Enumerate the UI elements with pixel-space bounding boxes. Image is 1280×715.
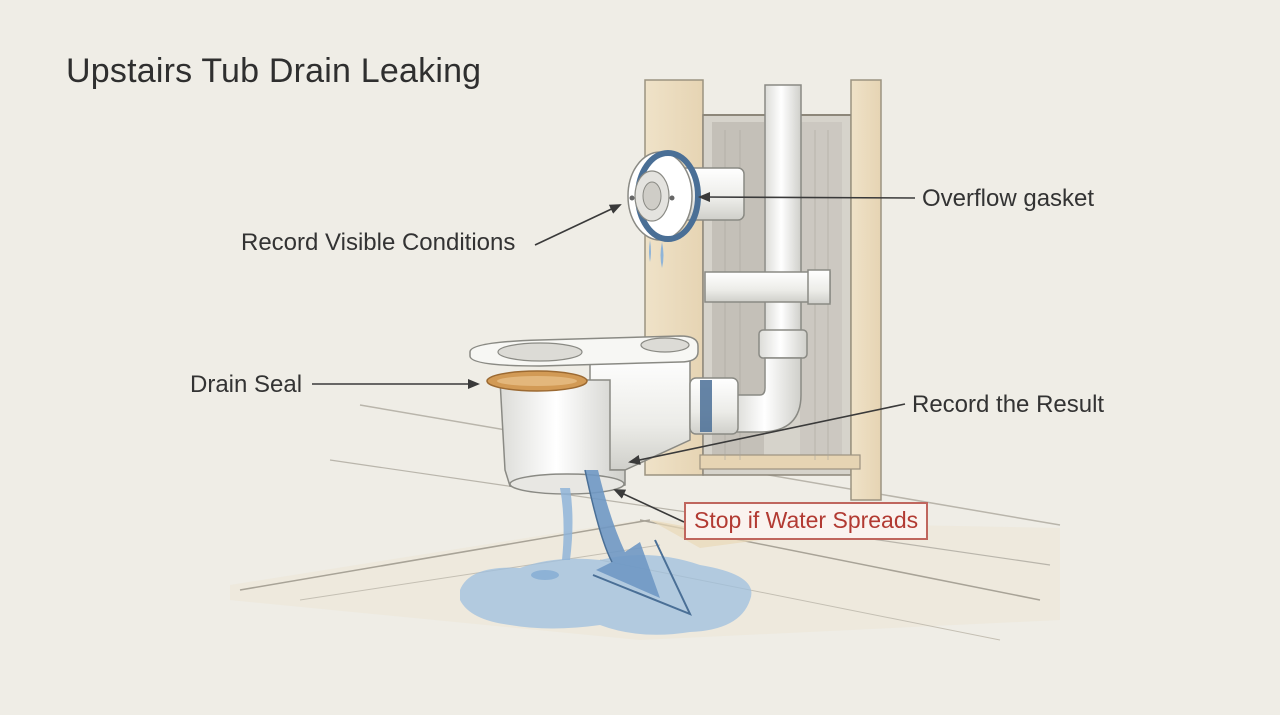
drain-body	[469, 335, 739, 495]
callout-overflow-gasket: Overflow gasket	[922, 185, 1095, 212]
diagram-title: Upstairs Tub Drain Leaking	[66, 52, 482, 90]
callout-drain-seal: Drain Seal	[190, 371, 303, 398]
callout-record-the-result: Record the Result	[912, 391, 1105, 418]
overflow-assembly	[627, 150, 745, 268]
callout-stop-if-water-spreads: Stop if Water Spreads	[684, 502, 929, 540]
arrow-record-visible	[534, 204, 622, 246]
arrow-overflow-gasket	[698, 192, 916, 203]
arrow-stop-water	[613, 489, 685, 523]
callout-record-visible-conditions: Record Visible Conditions	[241, 229, 516, 256]
arrow-record-result	[628, 403, 906, 465]
waste-pipe	[704, 84, 831, 433]
callout-arrows	[312, 192, 916, 523]
water-leak	[460, 469, 752, 635]
